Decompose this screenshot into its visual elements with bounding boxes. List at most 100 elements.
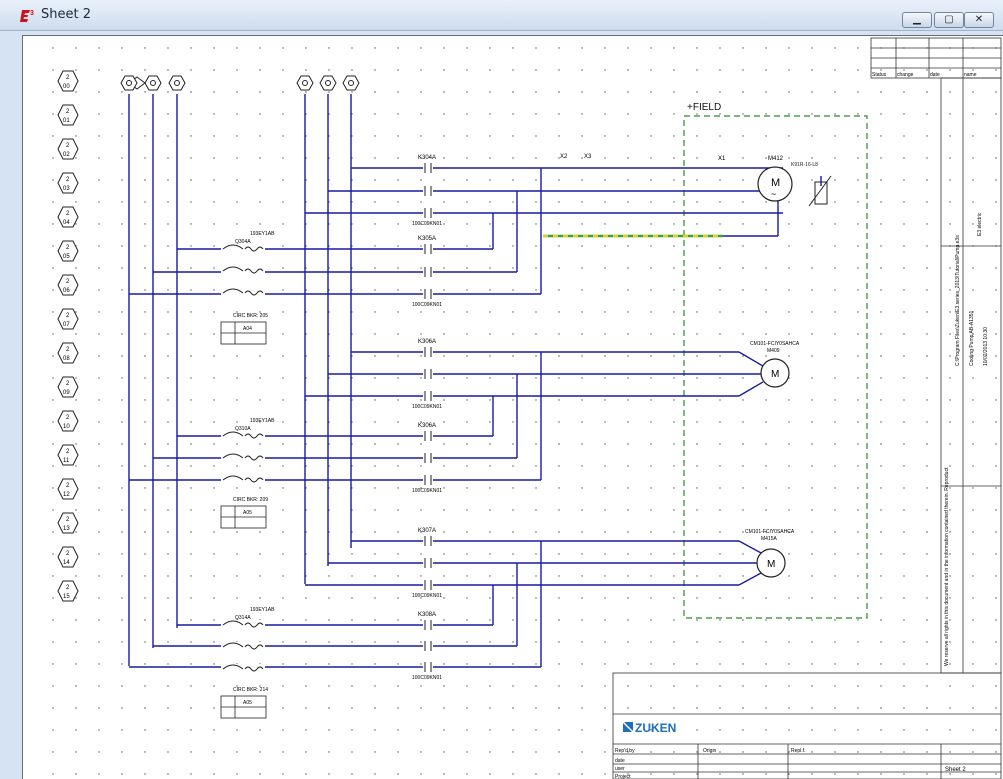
- breaker-ref: 193EY1AB: [250, 231, 275, 237]
- row-ref-top: 2: [66, 551, 70, 557]
- schematic-canvas[interactable]: 2002012022032042052062072082092102112122…: [23, 36, 1003, 779]
- field-boundary: [683, 115, 868, 619]
- connector-pin: [174, 80, 180, 86]
- breaker-label: Q314A: [235, 615, 251, 621]
- contactor-0[interactable]: K304A 100C09KN01: [412, 155, 442, 227]
- row-ref-top: 2: [66, 279, 70, 285]
- row-ref-bottom: 10: [63, 424, 70, 430]
- maximize-icon: ▢: [944, 14, 954, 25]
- row-ref-top: 2: [66, 211, 70, 217]
- svg-text:M409: M409: [767, 348, 780, 354]
- row-ref-bottom: 15: [63, 594, 70, 600]
- row-ref-bottom: 11: [63, 458, 70, 464]
- row-ref-03[interactable]: 203: [57, 172, 79, 194]
- side-text: C:\Program Files\Zuken\E3.series_2013\Tu…: [955, 235, 961, 366]
- contactor-3[interactable]: K306A 100C09KN01: [412, 423, 442, 494]
- svg-text:X2: X2: [560, 154, 568, 160]
- svg-text:A05: A05: [243, 510, 252, 516]
- svg-text:CM101-FCIY0SAHCA: CM101-FCIY0SAHCA: [750, 341, 800, 347]
- aux-contact-box: A04: [220, 321, 267, 345]
- row-ref-top: 2: [66, 381, 70, 387]
- row-ref-15[interactable]: 215: [57, 580, 79, 602]
- row-ref-07[interactable]: 207: [57, 308, 79, 330]
- row-ref-09[interactable]: 2 09: [57, 376, 79, 398]
- row-ref-02[interactable]: 202: [57, 138, 79, 160]
- contactor-2[interactable]: K306A 100C09KN01: [412, 339, 442, 410]
- rev-header: name: [964, 72, 977, 78]
- contactor-label: K304A: [418, 155, 436, 161]
- terminals: X2 X3 X1: [560, 154, 726, 162]
- side-text: E3 electric: [977, 212, 983, 236]
- maximize-button[interactable]: ▢: [934, 12, 964, 28]
- motor-3: M CM101-FCIY0SAHCA M415A: [745, 529, 795, 578]
- tb-field: Origin: [703, 748, 717, 754]
- motor-main: M ~ M412: [757, 156, 793, 202]
- svg-text:M: M: [767, 559, 775, 570]
- row-ref-11[interactable]: 211: [57, 444, 79, 466]
- svg-text:M: M: [771, 177, 780, 189]
- minimize-button[interactable]: ▁: [902, 12, 932, 28]
- circ-bkr-label: CIRC BKR: 205: [233, 313, 268, 319]
- contactor-label: K308A: [418, 612, 436, 618]
- row-ref-14[interactable]: 214: [57, 546, 79, 568]
- row-ref-13[interactable]: 213: [57, 512, 79, 534]
- minimize-icon: ▁: [913, 14, 921, 25]
- row-ref-bottom: 01: [63, 118, 70, 124]
- row-ref-bottom: 05: [63, 254, 70, 260]
- thermal-sensor: K91R-16-L8: [791, 162, 832, 207]
- contactor-part: 100C09KN01: [412, 221, 442, 227]
- contactor-label: K306A: [418, 423, 436, 429]
- connector-pin: [348, 80, 354, 86]
- side-text: 10/02/2013 10:30: [983, 327, 989, 366]
- svg-text:M412: M412: [768, 156, 784, 162]
- row-ref-00[interactable]: 200: [57, 70, 79, 92]
- connector-hex-3: [296, 75, 314, 91]
- row-ref-top: 2: [66, 109, 70, 115]
- contactor-label: K306A: [418, 339, 436, 345]
- row-ref-bottom: 03: [63, 186, 70, 192]
- close-button[interactable]: ✕: [964, 12, 994, 28]
- contactor-label: K305A: [418, 236, 436, 242]
- svg-text:K91R-16-L8: K91R-16-L8: [791, 162, 818, 168]
- title-bar[interactable]: 3 Sheet 2 ▁ ▢ ✕: [0, 0, 1003, 31]
- rev-header: change: [897, 72, 914, 78]
- side-title-block: [940, 77, 1002, 674]
- svg-text:X1: X1: [718, 156, 726, 162]
- svg-text:M: M: [771, 369, 779, 380]
- connector-hex-0: [120, 75, 138, 91]
- row-ref-12[interactable]: 212: [57, 478, 79, 500]
- circ-bkr-label: CIRC BKR: 209: [233, 497, 268, 503]
- row-ref-bottom: 08: [63, 356, 70, 362]
- row-ref-01[interactable]: 2 01: [57, 104, 79, 126]
- tb-field: date: [615, 758, 625, 764]
- bottom-title-block: [612, 672, 1002, 779]
- contactor-label: K307A: [418, 528, 436, 534]
- row-ref-top: 2: [66, 245, 70, 251]
- row-ref-top: 2: [66, 313, 70, 319]
- row-ref-bottom: 09: [63, 390, 70, 396]
- copyright-text: We reserve all rights in this document a…: [944, 467, 950, 666]
- svg-text:A04: A04: [243, 326, 252, 332]
- contactor-part: 100C09KN01: [412, 488, 442, 494]
- svg-text:CM101-FCIY0SAHCA: CM101-FCIY0SAHCA: [745, 529, 795, 535]
- row-ref-top: 2: [66, 347, 70, 353]
- rev-header: date: [930, 72, 940, 78]
- row-ref-08[interactable]: 2 08: [57, 342, 79, 364]
- window-title: Sheet 2: [41, 7, 91, 22]
- row-ref-05[interactable]: 2 05: [57, 240, 79, 262]
- row-ref-06[interactable]: 206: [57, 274, 79, 296]
- contactor-part: 100C09KN01: [412, 404, 442, 410]
- row-ref-04[interactable]: 204: [57, 206, 79, 228]
- row-ref-10[interactable]: 210: [57, 410, 79, 432]
- motor-2: M CM101-FCIY0SAHCA M409: [750, 341, 800, 388]
- rev-header: Status: [872, 72, 887, 78]
